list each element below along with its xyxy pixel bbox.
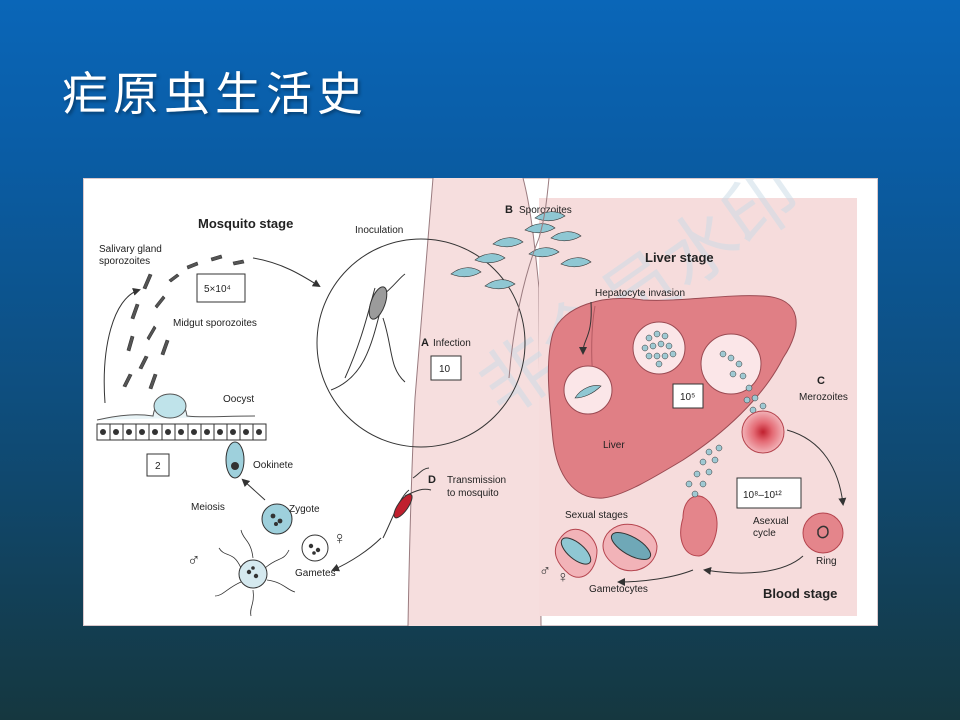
midgut-epithelium — [96, 393, 256, 421]
asexual-label-2: cycle — [753, 528, 776, 539]
letter-b: B — [505, 204, 513, 216]
male-symbol-right: ♂ — [539, 563, 551, 580]
ring-label: Ring — [816, 556, 837, 567]
mosquito-stage-heading: Mosquito stage — [198, 216, 293, 231]
letter-c: C — [817, 375, 825, 387]
letter-d: D — [428, 474, 436, 486]
oocyst-label: Oocyst — [223, 394, 254, 405]
count-infection-value: 10 — [439, 364, 451, 375]
arrow-to-gametes — [331, 537, 382, 572]
epithelium-cells — [96, 423, 267, 441]
male-gamete — [238, 559, 268, 589]
asexual-label-1: Asexual — [753, 516, 789, 527]
female-symbol-right: ♀ — [557, 569, 569, 586]
oocyst-shape — [153, 393, 187, 419]
salivary-gland-label-1: Salivary gland — [99, 244, 162, 255]
midgut-label: Midgut sporozoites — [173, 318, 257, 329]
arrow-to-salivary — [103, 287, 141, 404]
slide-title: 疟原虫生活史 — [62, 67, 368, 121]
infection-label: Infection — [433, 338, 471, 349]
hepatocyte-invasion-label: Hepatocyte invasion — [595, 288, 685, 299]
merozoites-label: Merozoites — [799, 392, 848, 403]
human-body-shape — [408, 178, 541, 626]
zygote-shape — [261, 503, 293, 535]
blood-stage-heading: Blood stage — [763, 586, 837, 601]
count-2-value: 2 — [155, 461, 161, 472]
gametes-label: Gametes — [295, 568, 336, 579]
count-box-2 — [146, 453, 170, 477]
liver-label: Liver — [603, 440, 625, 451]
hepatocyte-3 — [700, 333, 762, 395]
count-box-blood — [736, 477, 802, 509]
inoculation-circle — [316, 238, 526, 448]
mosquito-body-2 — [393, 493, 413, 519]
transmission-label-1: Transmission — [447, 475, 506, 486]
count-box-liver — [672, 383, 704, 409]
arrow-zygote-ookinete — [241, 478, 266, 501]
liver-stage-heading: Liver stage — [645, 250, 714, 265]
gametocytes-label: Gametocytes — [589, 584, 648, 595]
male-gamete-flagella — [214, 529, 296, 617]
body-outline — [407, 178, 434, 626]
transmission-label-2: to mosquito — [447, 488, 499, 499]
ookinete-label: Ookinete — [253, 460, 293, 471]
epithelium-nuclei — [100, 429, 262, 435]
male-symbol-left: ♂ — [187, 550, 201, 570]
count-mosquito-value: 5×10⁴ — [204, 284, 231, 295]
mosquito-body-1 — [368, 286, 388, 320]
female-symbol-left: ♀ — [333, 528, 347, 548]
zygote-label: Zygote — [289, 504, 320, 515]
arrow-to-inoculation — [252, 257, 321, 288]
count-blood-value: 10⁸–10¹² — [743, 490, 782, 501]
merozoite-release-dots — [719, 350, 767, 420]
malaria-lifecycle-figure: 非会员水印 Mosquito stage Salivary gland spor… — [83, 178, 878, 626]
rbc-merozoite — [741, 410, 785, 454]
count-box-infection — [430, 355, 462, 381]
blood-sporozoites — [450, 211, 592, 290]
ookinete-shape — [225, 441, 245, 479]
meiosis-label: Meiosis — [191, 502, 225, 513]
count-box-mosquito — [196, 273, 246, 303]
inoculation-label: Inoculation — [355, 225, 403, 236]
arrow-ring-to-schizont — [703, 555, 804, 575]
rbc-ring — [802, 512, 844, 554]
arrow-to-ring — [786, 429, 847, 506]
salivary-gland-label-2: sporozoites — [99, 256, 150, 267]
arrow-invasion — [579, 301, 592, 355]
female-gamete — [301, 534, 329, 562]
hepatocyte-2 — [632, 321, 686, 375]
sexual-stages-label: Sexual stages — [565, 510, 628, 521]
arrow-to-gametocytes — [617, 569, 694, 586]
liver-schizont-dots — [641, 330, 677, 368]
blood-merozoite-dots — [685, 444, 723, 498]
count-liver-value: 10⁵ — [680, 392, 695, 403]
letter-a: A — [421, 337, 429, 349]
mosquito-sporozoites — [122, 254, 245, 390]
body-outline-right — [522, 178, 542, 626]
